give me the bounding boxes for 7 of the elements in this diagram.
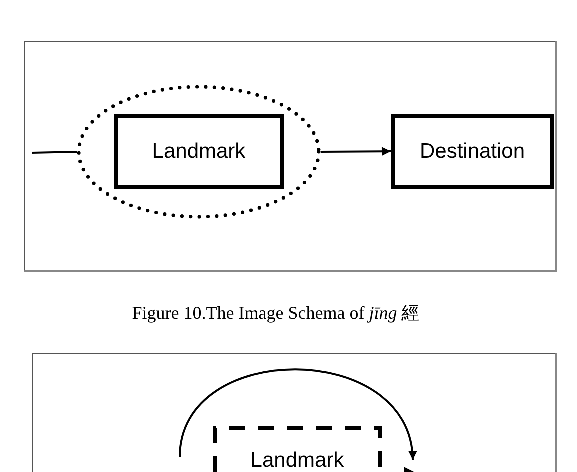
figure-caption: Figure 10.The Image Schema of jīng 經 [132,303,420,323]
connector-line [32,151,78,154]
dashed-box: Landmark [213,426,382,472]
dotted-ellipse [77,85,321,219]
labeled-box: Destination [391,114,554,189]
labeled-box: Landmark [114,114,284,189]
arrow [321,147,391,156]
